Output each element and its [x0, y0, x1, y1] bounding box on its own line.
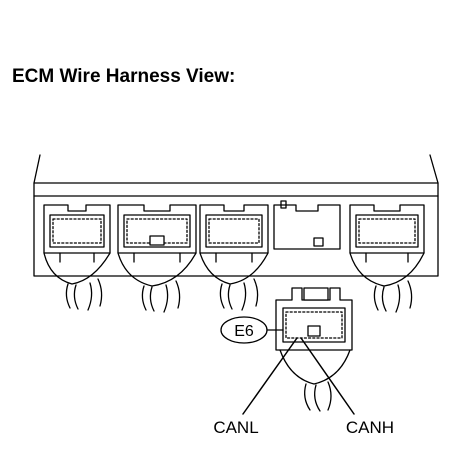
diagram-title: ECM Wire Harness View:	[12, 66, 236, 87]
wire-bundle-3	[199, 252, 269, 311]
canh-leader-line	[300, 337, 355, 415]
ecm-housing	[33, 154, 439, 277]
connector-e6-label: E6	[234, 323, 254, 340]
canh-label: CANH	[346, 418, 394, 437]
wire-bundle-4	[349, 252, 425, 313]
ecm-connector-2	[117, 204, 197, 263]
ecm-connector-4	[349, 204, 425, 263]
ecm-connector-1	[43, 204, 111, 263]
ecm-empty-socket	[273, 200, 341, 250]
pin-leader-lines	[242, 337, 355, 415]
connector-e6	[275, 287, 353, 412]
connector-e6-callout	[220, 316, 284, 344]
wire-bundle-2	[117, 252, 197, 313]
canl-label: CANL	[213, 418, 258, 437]
canl-leader-line	[242, 337, 298, 415]
wire-bundle-1	[43, 252, 111, 311]
ecm-connector-3	[199, 204, 269, 263]
